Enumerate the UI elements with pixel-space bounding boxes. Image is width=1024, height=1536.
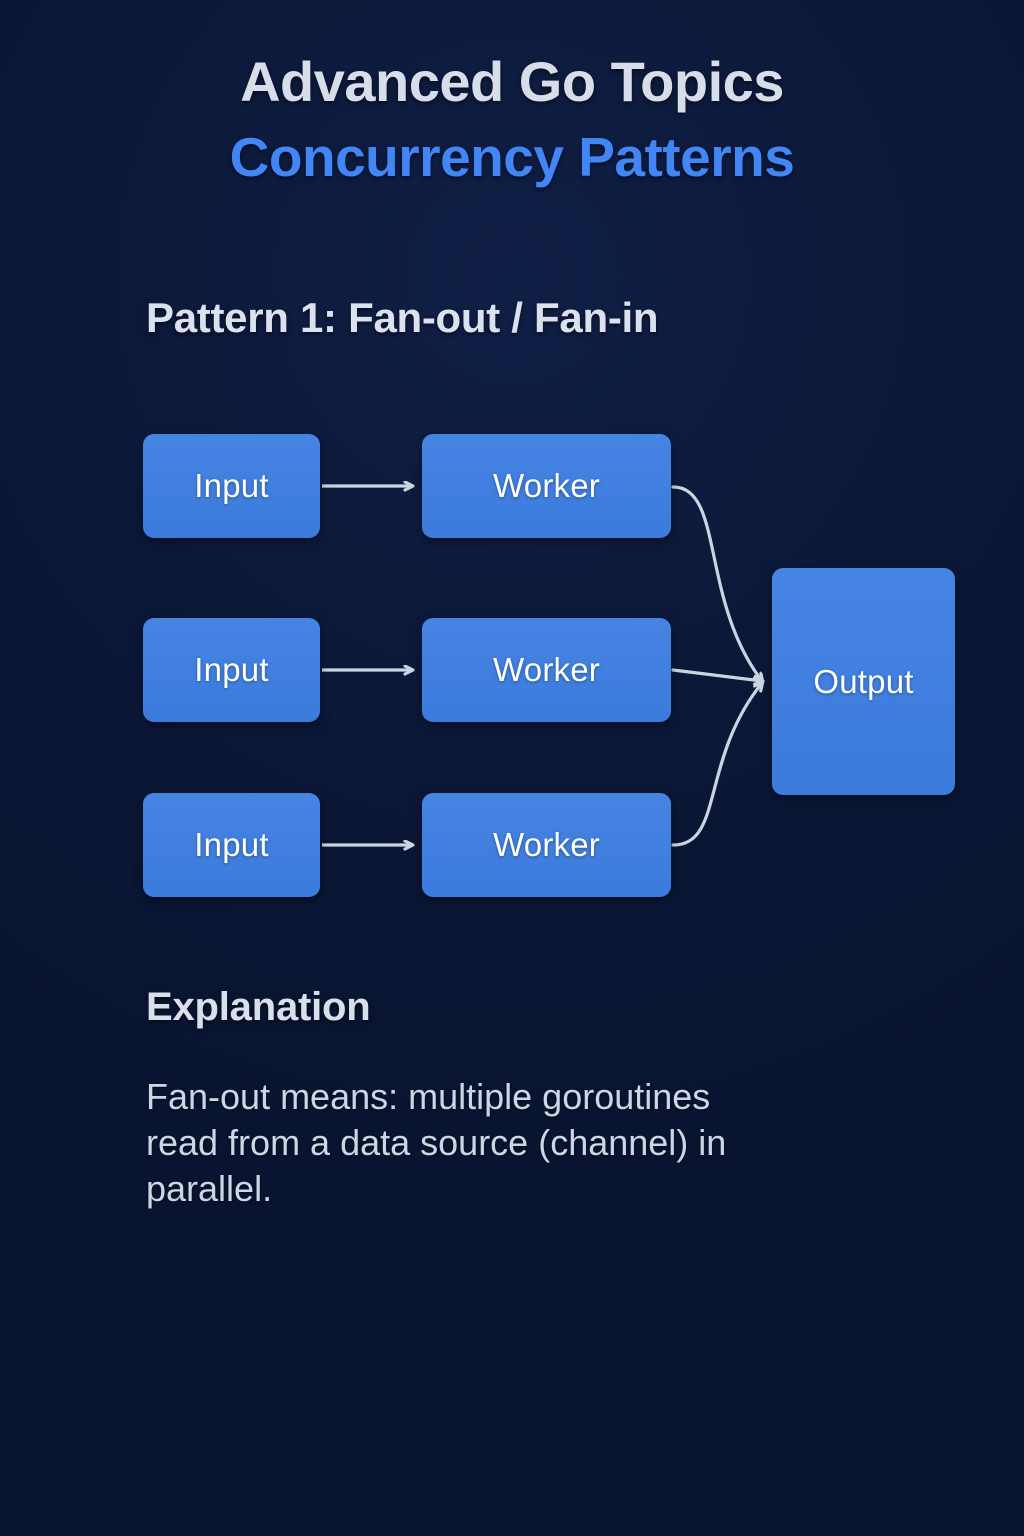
pattern-heading: Pattern 1: Fan-out / Fan-in <box>146 294 659 341</box>
explanation-section: Explanation Fan-out means: multiple goro… <box>146 985 866 1212</box>
node-input-3[interactable]: Input <box>143 793 320 897</box>
explanation-title: Explanation <box>146 985 371 1029</box>
node-worker-1[interactable]: Worker <box>422 434 671 538</box>
node-input-2[interactable]: Input <box>143 618 320 722</box>
slide-header: Advanced Go Topics Concurrency Patterns <box>0 50 1024 189</box>
explanation-body: Fan-out means: multiple goroutines read … <box>146 1076 727 1210</box>
node-input-1[interactable]: Input <box>143 434 320 538</box>
arrow-right-icon <box>322 486 412 845</box>
node-worker-2[interactable]: Worker <box>422 618 671 722</box>
page-title: Advanced Go Topics <box>240 50 784 113</box>
page-subtitle: Concurrency Patterns <box>229 126 795 189</box>
curved-arrow-icon <box>671 485 762 847</box>
node-worker-3[interactable]: Worker <box>422 793 671 897</box>
node-output[interactable]: Output <box>772 568 955 795</box>
